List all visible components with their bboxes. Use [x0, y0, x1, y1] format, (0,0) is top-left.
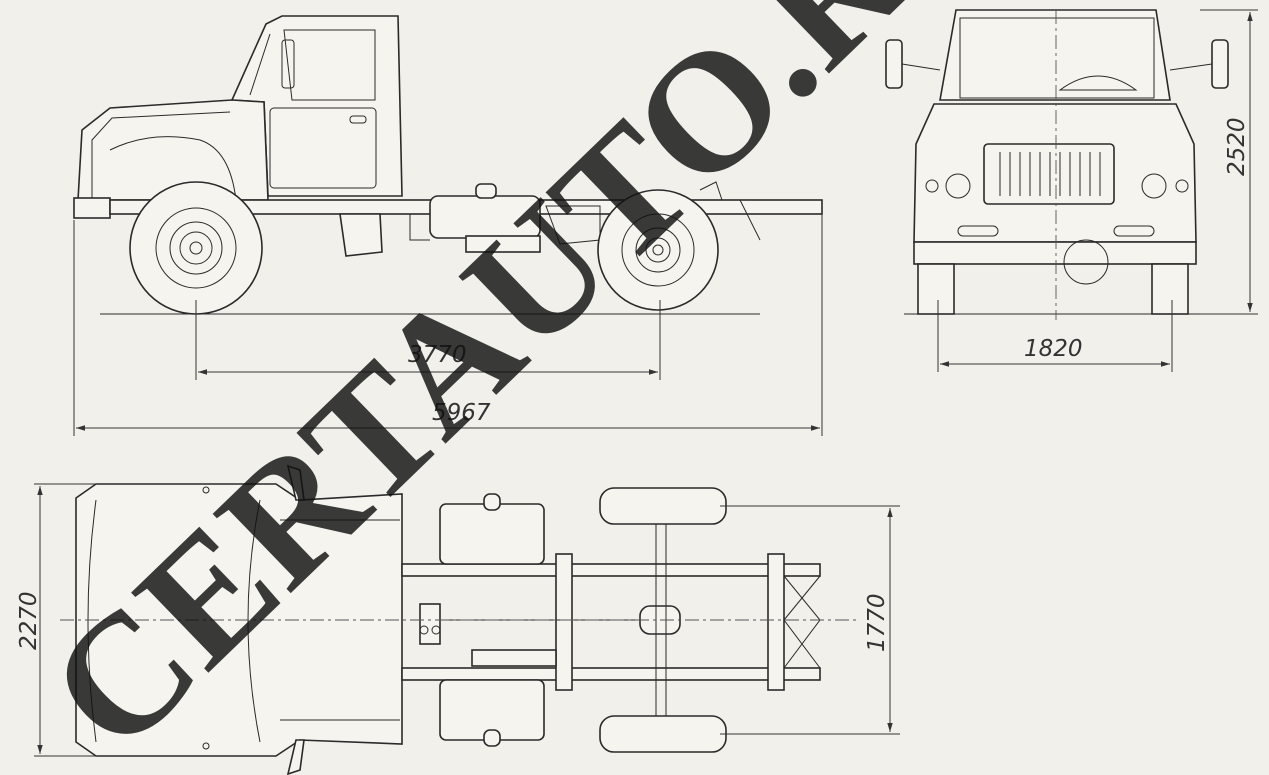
- rear-track-label: 1820: [1024, 336, 1083, 362]
- front-bumper-front: [913, 241, 1197, 265]
- side-view: 3770 5967: [73, 15, 823, 436]
- grille: [983, 143, 1115, 205]
- rear-tire-left: [599, 487, 727, 525]
- front-track-label: 1770: [864, 593, 890, 652]
- top-right-mirror: [286, 739, 305, 775]
- cab-front: [939, 9, 1171, 101]
- right-mirror: [1211, 39, 1229, 89]
- front-wheel: [129, 181, 263, 315]
- side-mirror: [281, 39, 295, 89]
- right-tire: [1151, 263, 1189, 315]
- windshield: [959, 17, 1155, 99]
- front-bumper: [73, 197, 111, 219]
- cab-roof-edge: [247, 499, 261, 743]
- top-left-mirror: [286, 464, 305, 501]
- right-small-lamp: [1175, 179, 1189, 193]
- front-view: 2520 1820: [885, 9, 1258, 372]
- height-label: 2520: [1224, 117, 1250, 176]
- left-tire: [917, 263, 955, 315]
- right-headlight: [1141, 173, 1167, 199]
- left-frame-rail: [401, 563, 821, 577]
- overall-width-label: 2270: [16, 591, 42, 650]
- rear-tire-right: [599, 715, 727, 753]
- right-frame-rail: [401, 667, 821, 681]
- overall-length-label: 5967: [432, 400, 491, 426]
- wheelbase-label: 3770: [408, 342, 467, 368]
- steering-wheel: [1058, 75, 1138, 91]
- top-view: 2270 1770: [16, 464, 900, 775]
- front-fender: [109, 136, 237, 201]
- top-fuel-tank-left: [439, 503, 545, 565]
- cab-door: [269, 107, 377, 189]
- cab-window: [283, 29, 376, 101]
- left-headlight: [945, 173, 971, 199]
- door-handle: [349, 115, 367, 124]
- step: [339, 213, 383, 257]
- left-small-lamp: [925, 179, 939, 193]
- rear-wheel: [597, 189, 719, 311]
